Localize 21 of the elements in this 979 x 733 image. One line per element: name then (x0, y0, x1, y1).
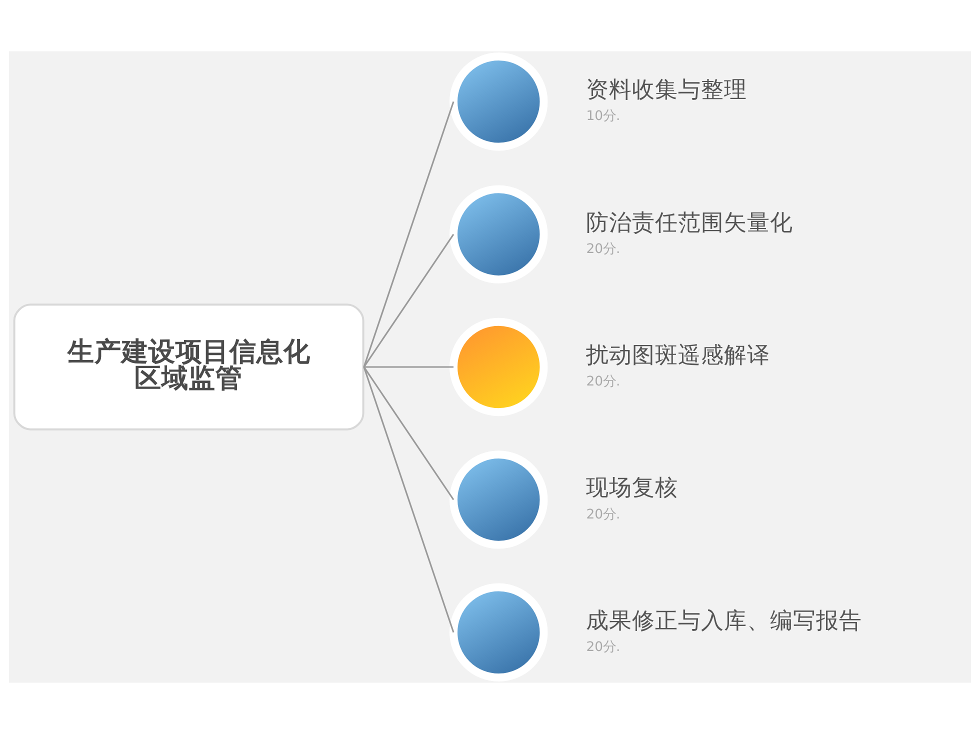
connector (362, 366, 454, 500)
node-circle (449, 52, 548, 150)
node-label: 20分. (586, 639, 620, 654)
node-circle (449, 317, 548, 416)
node-circle (449, 582, 548, 681)
node-label: 20分. (586, 241, 620, 256)
node-label: 20分. (586, 506, 620, 522)
connector (362, 100, 454, 367)
node-label: 成果修正与入库、编写报告 (586, 607, 862, 634)
connector (362, 366, 454, 632)
node-label: 20分. (586, 374, 620, 390)
node-label: 防治责任范围矢量化 (586, 209, 793, 236)
node-label: 10分. (586, 108, 620, 124)
node-label: 现场复核 (586, 474, 678, 501)
connector (362, 233, 454, 367)
node-label: 扰动图斑遥感解译 (586, 342, 770, 368)
node-label: 资料收集与整理 (586, 76, 747, 103)
node-box: 生产建设项目信息化区域监管 (12, 303, 364, 430)
connector (363, 366, 453, 368)
node-circle (449, 450, 548, 548)
node-circle (449, 184, 548, 283)
